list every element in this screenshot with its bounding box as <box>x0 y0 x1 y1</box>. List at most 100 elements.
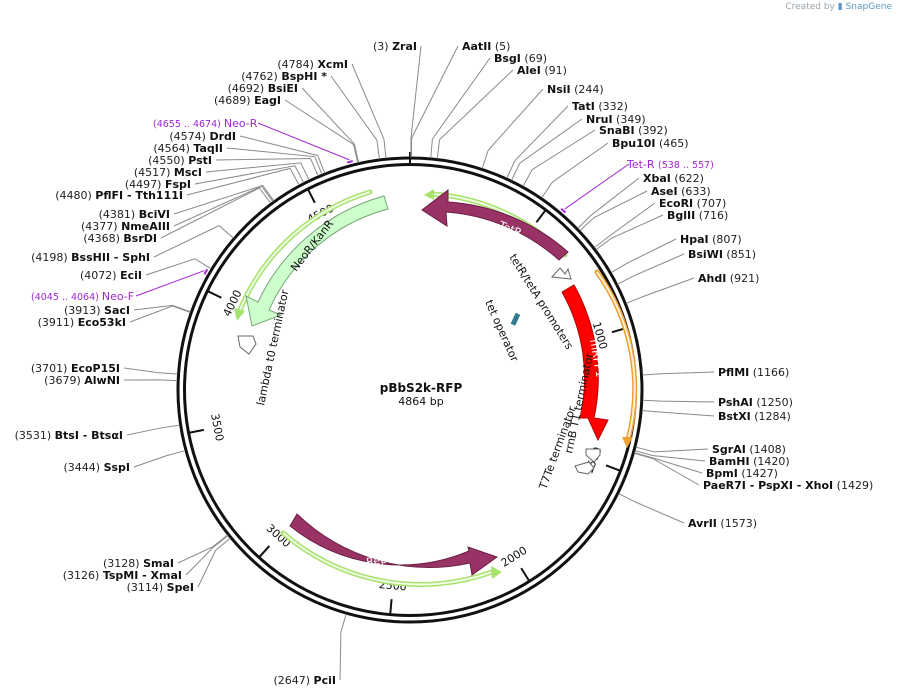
site-leader-line <box>635 446 709 453</box>
site-label[interactable]: (2647) PciI <box>273 674 336 687</box>
primer-marker <box>560 207 567 214</box>
site-label[interactable]: (4198) BssHII - SphI <box>31 251 150 264</box>
site-label[interactable]: (4574) DrdI <box>169 130 236 143</box>
site-position: (716) <box>695 209 728 222</box>
site-position: (2647) <box>273 674 313 687</box>
site-label[interactable]: (3) ZraI <box>373 40 417 53</box>
site-label[interactable]: PflMI (1166) <box>718 366 789 379</box>
site-label[interactable]: BglII (716) <box>667 209 728 222</box>
snapgene-logo-icon: ▮ <box>837 2 843 12</box>
site-label[interactable]: BsgI (69) <box>494 52 547 65</box>
site-label[interactable]: (3128) SmaI <box>103 557 174 570</box>
site-label[interactable]: (3679) AlwNI <box>44 374 120 387</box>
site-label[interactable]: (3531) BtsI - BtsαI <box>15 429 123 442</box>
site-label[interactable]: (4689) EagI <box>214 94 281 107</box>
site-label[interactable]: (3444) SspI <box>63 461 130 474</box>
site-position: (3) <box>373 40 392 53</box>
site-name: NsiI <box>547 83 571 96</box>
site-position: (1427) <box>738 467 778 480</box>
site-label[interactable]: (4564) TaqII <box>153 142 223 155</box>
site-leader-line <box>634 450 706 462</box>
site-label[interactable]: PaeR7I - PspXI - XhoI (1429) <box>703 479 873 492</box>
site-label[interactable]: BstXI (1284) <box>718 410 791 423</box>
site-label[interactable]: (3911) Eco53kI <box>38 316 126 329</box>
site-label[interactable]: AseI (633) <box>651 185 711 198</box>
site-name: BstXI <box>718 410 751 423</box>
snapgene-credit: Created by ▮ SnapGene <box>785 2 892 12</box>
site-leader-line <box>642 371 715 376</box>
site-label[interactable]: (4377) NmeAIII <box>81 220 170 233</box>
site-label[interactable]: (4497) FspI <box>125 178 191 191</box>
site-position: (465) <box>656 137 689 150</box>
site-name: BpmI <box>706 467 738 480</box>
site-label[interactable]: SnaBI (392) <box>599 124 668 137</box>
site-name: Eco53kI <box>78 316 126 329</box>
site-label[interactable]: (4480) PflFI - Tth111I <box>55 189 183 202</box>
site-leader-line <box>481 88 544 169</box>
site-leader-line <box>511 118 583 181</box>
site-label[interactable]: SgrAI (1408) <box>712 443 786 456</box>
site-label[interactable]: Bpu10I (465) <box>612 137 689 150</box>
site-label[interactable]: (3114) SpeI <box>127 581 194 594</box>
site-label[interactable]: (3913) SacI <box>64 304 130 317</box>
site-label[interactable]: PshAI (1250) <box>718 396 793 409</box>
site-name: TaqII <box>193 142 223 155</box>
site-name: PciI <box>314 674 336 687</box>
site-leader-line <box>330 75 380 160</box>
site-label[interactable]: TatI (332) <box>572 100 628 113</box>
site-label[interactable]: (4072) EciI <box>80 269 142 282</box>
plasmid-length: 4864 bp <box>398 395 443 408</box>
site-label[interactable]: (3701) EcoP15I <box>31 362 120 375</box>
site-label[interactable]: AhdI (921) <box>698 272 759 285</box>
site-label[interactable]: BsiWI (851) <box>688 248 756 261</box>
site-label[interactable]: (4762) BspHI * <box>241 70 327 83</box>
promoter-arrow-1 <box>550 267 572 280</box>
site-leader-line <box>411 45 459 158</box>
site-label[interactable]: NruI (349) <box>586 113 646 126</box>
site-label[interactable]: EcoRI (707) <box>659 197 726 210</box>
site-label[interactable]: (4692) BsiEI <box>228 82 298 95</box>
site-name: SacI <box>104 304 130 317</box>
site-label[interactable]: BpmI (1427) <box>706 467 778 480</box>
site-position: (4377) <box>81 220 121 233</box>
primer-name: Tet-R <box>626 158 658 171</box>
site-label[interactable]: HpaI (807) <box>680 233 742 246</box>
site-leader-line <box>177 534 228 564</box>
primer-label[interactable]: (4655 .. 4674) Neo-R <box>153 117 258 130</box>
site-name: BamHI <box>709 455 750 468</box>
site-label[interactable]: AvrII (1573) <box>688 517 757 530</box>
tick-4500 <box>307 188 316 204</box>
site-name: SmaI <box>143 557 174 570</box>
site-leader-line <box>301 87 360 163</box>
site-label[interactable]: (4368) BsrDI <box>83 232 157 245</box>
site-leader-line <box>577 177 640 229</box>
site-position: (4689) <box>214 94 254 107</box>
site-label[interactable]: (4550) PstI <box>148 154 212 167</box>
primer-annotations: (4655 .. 4674) Neo-R Tet-R (538 .. 557) (4… <box>31 117 714 303</box>
site-label[interactable]: (4517) MscI <box>134 166 202 179</box>
site-label[interactable]: (4381) BciVI <box>99 208 170 221</box>
site-label[interactable]: (3126) TspMI - XmaI <box>63 569 182 582</box>
site-position: (633) <box>678 185 711 198</box>
primer-label[interactable]: Tet-R (538 .. 557) <box>626 158 714 171</box>
site-position: (3913) <box>64 304 104 317</box>
site-label[interactable]: (4784) XcmI <box>277 58 348 71</box>
site-name: TspMI - XmaI <box>103 569 182 582</box>
site-label[interactable]: AleI (91) <box>517 64 567 77</box>
site-label[interactable]: XbaI (622) <box>643 172 704 185</box>
site-label[interactable]: AatII (5) <box>462 40 510 53</box>
site-label[interactable]: NsiI (244) <box>547 83 604 96</box>
site-leader-line <box>239 135 326 174</box>
primer-label[interactable]: (4045 .. 4064) Neo-F <box>31 290 134 303</box>
site-name: DrdI <box>209 130 236 143</box>
site-name: FspI <box>165 178 191 191</box>
site-label[interactable]: BamHI (1420) <box>709 455 790 468</box>
site-name: PstI <box>188 154 212 167</box>
site-position: (4072) <box>80 269 120 282</box>
site-leader-line <box>626 277 695 304</box>
site-position: (622) <box>671 172 704 185</box>
site-name: AseI <box>651 185 678 198</box>
site-position: (3126) <box>63 569 103 582</box>
site-leader-line <box>339 613 347 681</box>
